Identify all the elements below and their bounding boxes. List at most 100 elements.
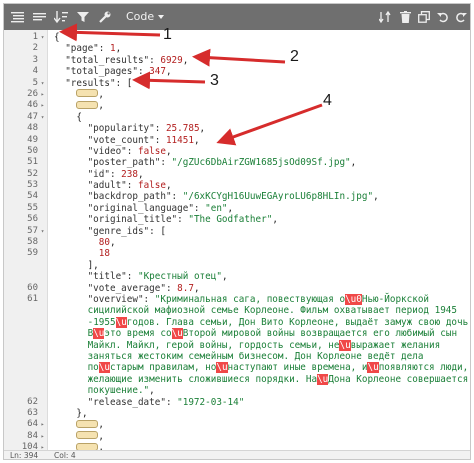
compact-icon[interactable] xyxy=(30,8,48,26)
code-token: -1955 xyxy=(87,316,116,328)
code-text: , xyxy=(54,100,104,111)
code-line[interactable]: -1955\uгодов. Глава семьи, Дон Вито Корл… xyxy=(4,316,470,328)
fold-closed-icon[interactable]: ▸ xyxy=(40,421,45,429)
code-line[interactable]: 52 "id": 238, xyxy=(4,169,470,180)
code-line[interactable]: 53 "adult": false, xyxy=(4,180,470,191)
code-line[interactable]: 3 "total_results": 6929, xyxy=(4,55,470,66)
code-text: { xyxy=(54,112,82,123)
code-line[interactable]: 26▸ , xyxy=(4,89,470,100)
code-line[interactable]: 46▸ , xyxy=(4,100,470,111)
code-line[interactable]: 60 "vote_average": 8.7, xyxy=(4,283,470,294)
mode-dropdown[interactable]: Code xyxy=(126,10,165,23)
code-text: "popularity": 25.785, xyxy=(54,123,206,134)
code-token: , xyxy=(350,157,357,169)
fold-closed-icon[interactable]: ▸ xyxy=(40,90,45,98)
code-line[interactable]: Майкл. Майкл, герой войны, гордость семь… xyxy=(4,339,470,351)
code-line[interactable]: 55 "original_language": "en", xyxy=(4,203,470,214)
code-line[interactable]: желающие изменить сложившиеся порядки. Н… xyxy=(4,373,470,385)
code-text: сицилийской мафиозной семье Корлеоне. Фи… xyxy=(54,305,457,316)
fold-closed-icon[interactable]: ▸ xyxy=(40,102,45,110)
code-token: 11451 xyxy=(165,134,194,146)
code-line[interactable]: 54 "backdrop_path": "/6xKCYgH16UuwEGAyro… xyxy=(4,191,470,202)
redo-icon[interactable] xyxy=(452,8,470,26)
code-token: 8.7 xyxy=(177,282,194,294)
escape-highlight: \u xyxy=(339,339,351,351)
arrow-1 xyxy=(59,23,161,42)
undo-icon[interactable] xyxy=(434,8,452,26)
code-text: Майкл. Майкл, герой войны, гордость семь… xyxy=(54,339,440,351)
collapsed-object-icon[interactable] xyxy=(76,100,99,109)
code-text: желающие изменить сложившиеся порядки. Н… xyxy=(54,373,468,385)
code-token: , xyxy=(115,43,122,55)
code-line[interactable]: ], xyxy=(4,260,470,271)
code-line[interactable]: 59 18 xyxy=(4,248,470,259)
code-token: "video": xyxy=(54,145,138,157)
code-line[interactable]: 4 "total_pages": 347, xyxy=(4,66,470,77)
line-number: 5 xyxy=(32,77,38,88)
code-line[interactable]: 1▾ { xyxy=(4,32,470,43)
fold-open-icon[interactable]: ▾ xyxy=(40,227,45,235)
code-line[interactable]: 58 80, xyxy=(4,237,470,248)
code-line[interactable]: 48 "popularity": 25.785, xyxy=(4,123,470,134)
code-token: , xyxy=(272,214,278,226)
sort-icon[interactable] xyxy=(52,8,70,26)
code-editor[interactable]: 1▾{2 "page": 1,3 "total_results": 6929,4… xyxy=(4,30,470,450)
fold-open-icon[interactable]: ▾ xyxy=(40,34,45,41)
repair-icon[interactable] xyxy=(96,8,114,26)
code-line[interactable]: 62 "release_date": "1972-03-14" xyxy=(4,397,470,408)
code-token: ], xyxy=(54,259,99,271)
code-token: "Крестный отец" xyxy=(137,271,222,283)
code-line[interactable]: 2 "page": 1, xyxy=(4,43,470,54)
code-line[interactable]: 63 }, xyxy=(4,408,470,419)
code-token: , xyxy=(193,134,200,146)
code-line[interactable]: 51 "poster_path": "/gZUc6DbAirZGW1685jsO… xyxy=(4,157,470,168)
annotation-label-4: 4 xyxy=(323,92,332,109)
fold-open-icon[interactable]: ▾ xyxy=(40,79,45,87)
duplicate-icon[interactable] xyxy=(415,8,433,26)
code-line[interactable]: 47▾ { xyxy=(4,112,470,123)
fold-closed-icon[interactable]: ▸ xyxy=(40,432,45,440)
code-line[interactable]: 49 "vote_count": 11451, xyxy=(4,135,470,146)
fold-open-icon[interactable]: ▾ xyxy=(40,113,45,121)
line-number: 4 xyxy=(32,66,38,77)
code-line[interactable]: 84▸ , xyxy=(4,431,470,442)
escape-highlight: \u xyxy=(317,373,329,385)
code-line[interactable]: 5▾ "results": [ xyxy=(4,78,470,89)
code-line[interactable]: по\uстарым правилам, но\uнаступают иные … xyxy=(4,362,470,374)
code-line[interactable]: В\uэто время со\uВторой мировой войны во… xyxy=(4,328,470,340)
delete-icon[interactable] xyxy=(396,8,414,26)
code-line[interactable]: сицилийской мафиозной семье Корлеоне. Фи… xyxy=(4,305,470,316)
code-line[interactable]: заняться жестоким семейным бизнесом. Дон… xyxy=(4,351,470,362)
code-line[interactable]: 56 "original_title": "The Godfather", xyxy=(4,214,470,225)
transform-icon[interactable] xyxy=(376,8,394,26)
code-text: "id": 238, xyxy=(54,169,144,180)
code-token: В xyxy=(87,328,94,340)
code-token: , xyxy=(98,430,104,442)
filter-icon[interactable] xyxy=(74,8,92,26)
code-token: появляются люди, xyxy=(378,362,469,374)
collapsed-object-icon[interactable] xyxy=(76,442,99,450)
code-token: 238 xyxy=(121,168,138,180)
code-line[interactable]: 50 "video": false, xyxy=(4,146,470,157)
collapsed-object-icon[interactable] xyxy=(76,419,99,428)
code-text: "genre_ids": [ xyxy=(54,226,166,237)
code-token: , xyxy=(149,385,155,397)
collapsed-object-icon[interactable] xyxy=(76,89,99,98)
code-token: 18 xyxy=(98,248,110,260)
code-line[interactable]: 57▾ "genre_ids": [ xyxy=(4,226,470,237)
code-text: по\uстарым правилам, но\uнаступают иные … xyxy=(54,362,469,374)
fold-closed-icon[interactable]: ▸ xyxy=(40,444,45,450)
code-text: "results": [ xyxy=(54,78,132,89)
code-text: , xyxy=(54,431,104,442)
code-line[interactable]: "title": "Крестный отец", xyxy=(4,271,470,282)
code-line[interactable]: 104▸ , xyxy=(4,442,470,450)
line-number: 1 xyxy=(32,32,38,42)
code-token: { xyxy=(54,32,60,43)
code-text: "vote_count": 11451, xyxy=(54,135,200,146)
code-token: "title": xyxy=(54,271,138,283)
code-line[interactable]: 61 "overview": "Криминальная сага, повес… xyxy=(4,293,470,305)
code-line[interactable]: 64▸ , xyxy=(4,419,470,430)
code-line[interactable]: покушение.", xyxy=(4,385,470,396)
collapsed-object-icon[interactable] xyxy=(76,431,99,440)
format-icon[interactable] xyxy=(8,8,26,26)
